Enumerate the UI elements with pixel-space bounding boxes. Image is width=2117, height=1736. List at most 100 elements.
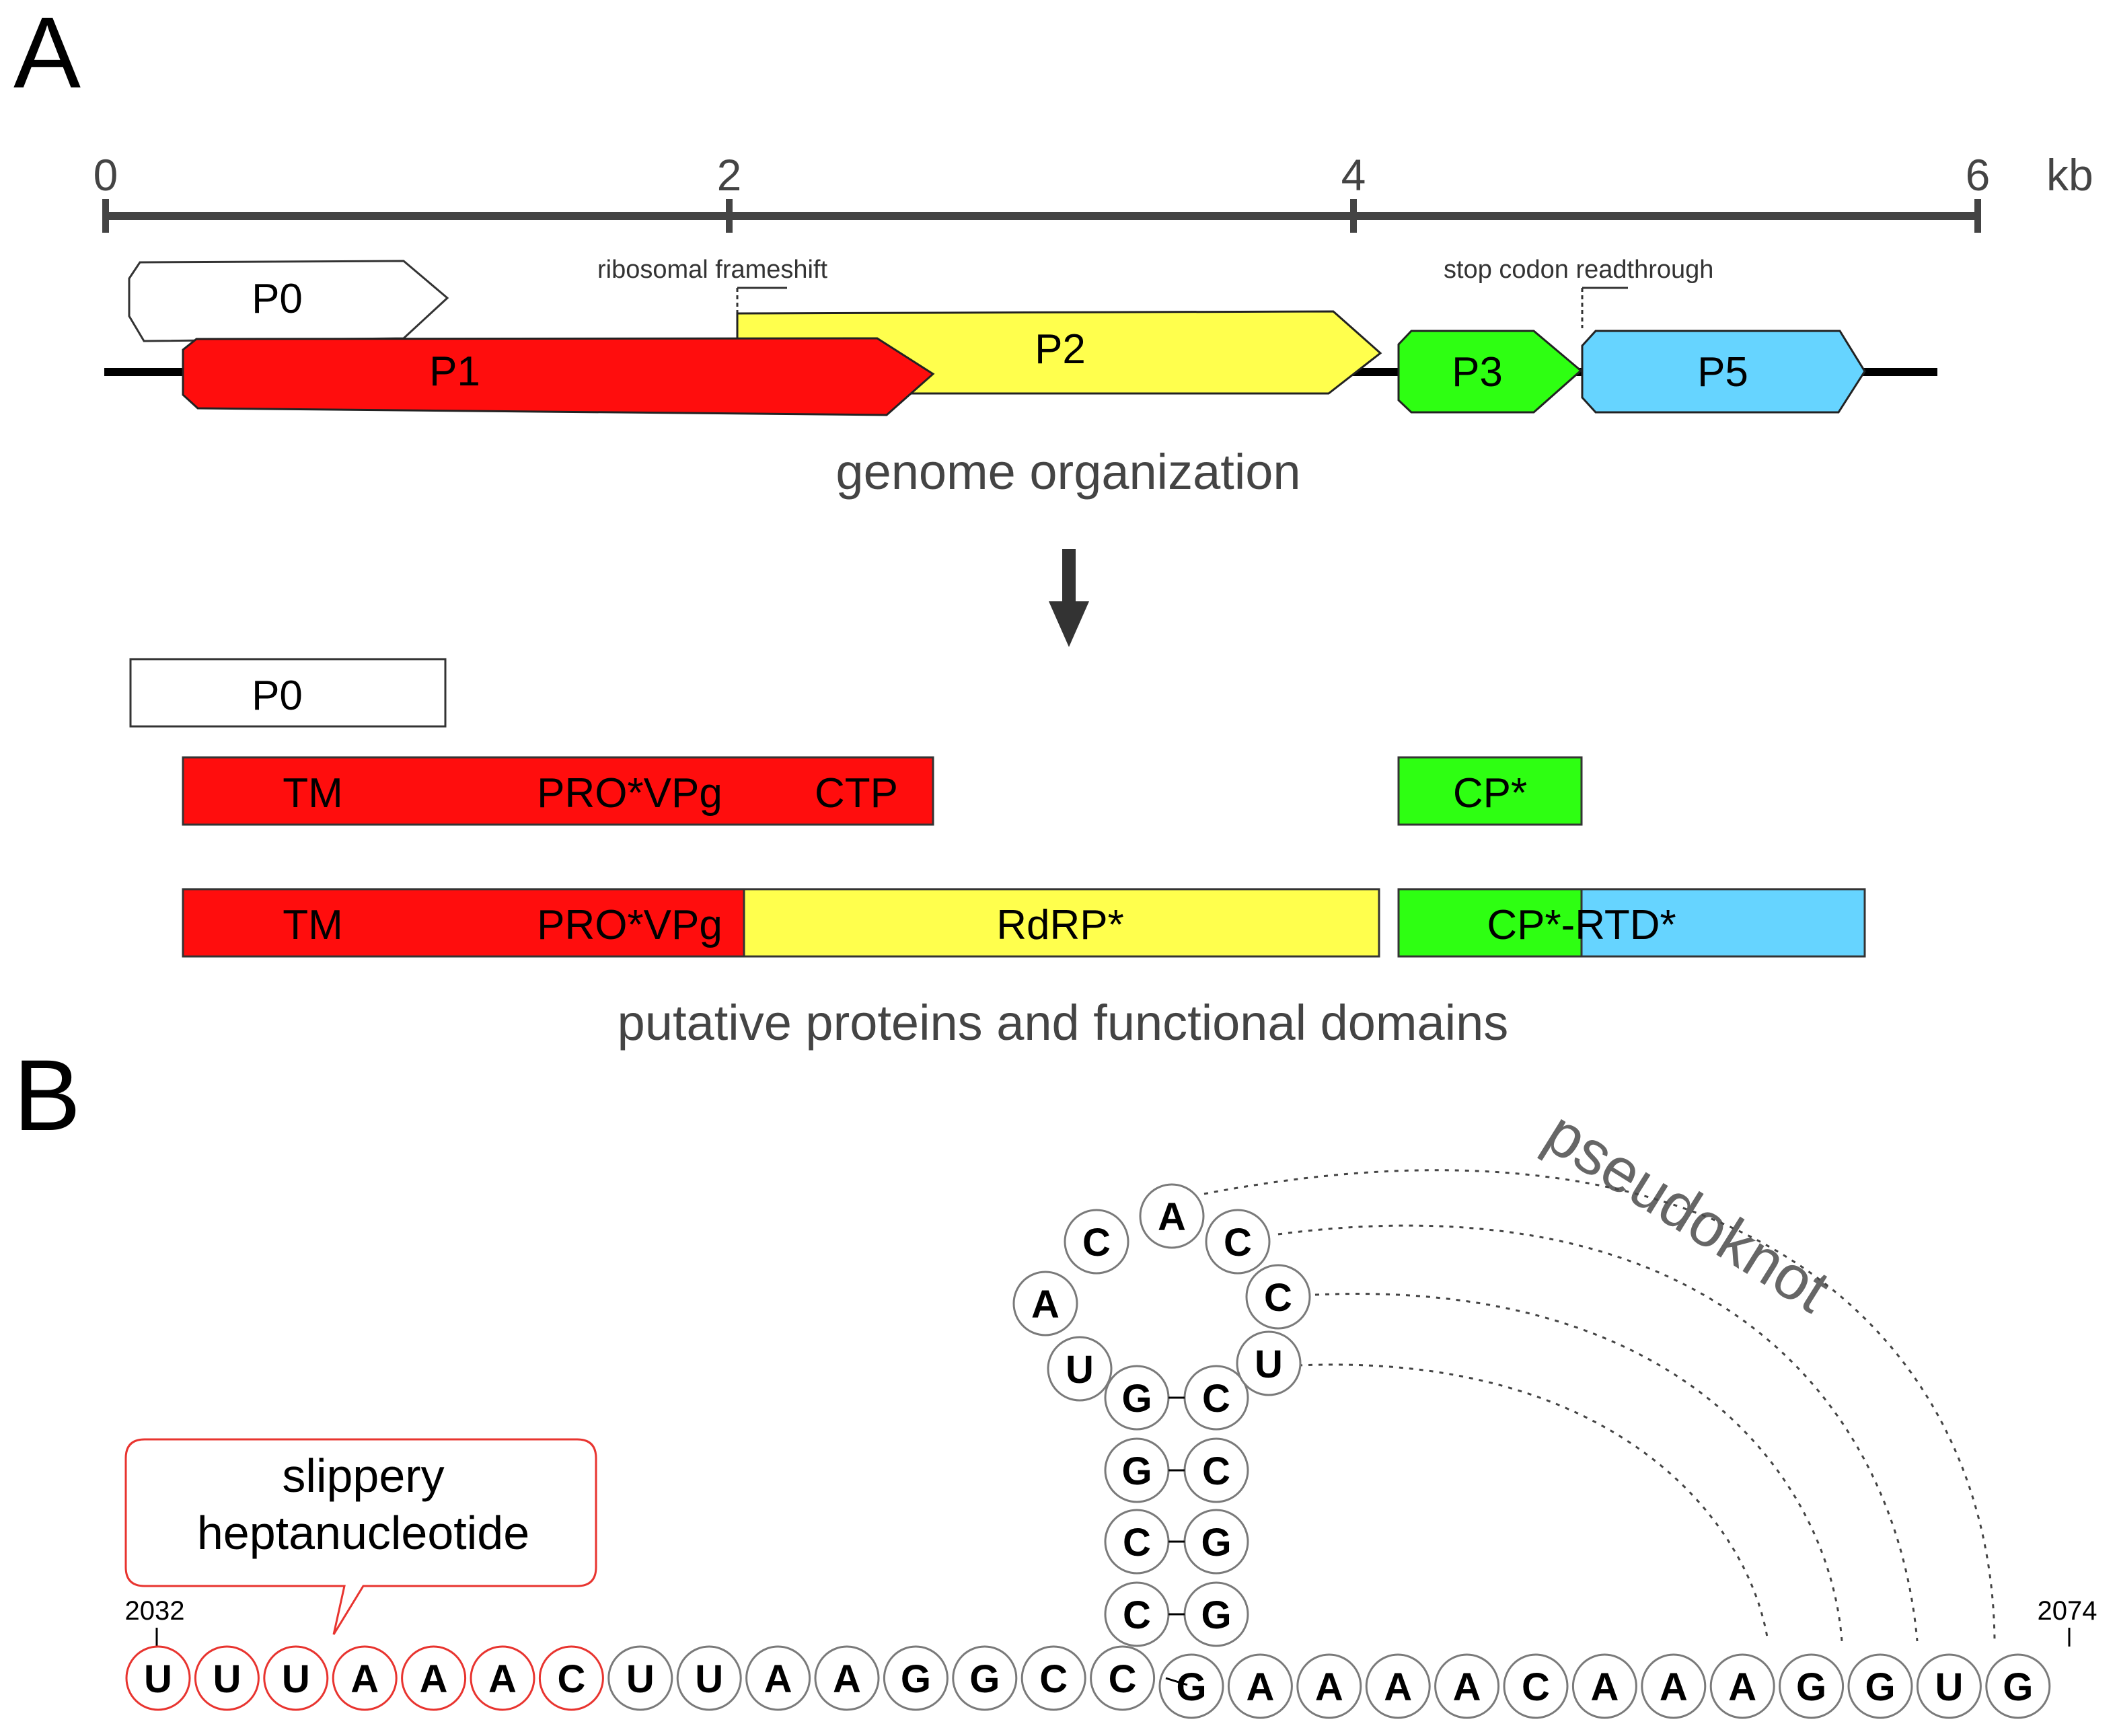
loop-nucleotide: U: [1047, 1336, 1113, 1402]
nucleotide-letter: A: [1031, 1283, 1060, 1326]
frameshift-label: ribosomal frameshift: [597, 256, 828, 284]
nucleotide-letter: C: [1039, 1657, 1068, 1701]
nucleotide-circle: [538, 1645, 604, 1711]
nucleotide-letter: G: [1176, 1665, 1206, 1709]
slippery-nucleotide: A: [332, 1645, 398, 1711]
stem-nucleotide: C: [1104, 1509, 1170, 1575]
nucleotide-letter: C: [1522, 1665, 1550, 1709]
scale-tick-label: 4: [1341, 150, 1366, 200]
nucleotide-circle: [1709, 1653, 1775, 1719]
pseudoknot-arc: [1298, 1363, 1769, 1642]
loop-nucleotide: C: [1064, 1209, 1129, 1275]
domain-tm: TM: [283, 902, 343, 948]
slippery-callout: slippery heptanucleotide: [124, 1438, 597, 1635]
protein-p0-bar: [129, 658, 447, 728]
nucleotide-circle: [1227, 1653, 1293, 1719]
nucleotide: A: [1641, 1653, 1707, 1719]
nucleotide: A: [745, 1645, 811, 1711]
kb-scale: 0 2 4 6 kb: [94, 150, 2093, 233]
nucleotide-letter: A: [1384, 1665, 1412, 1709]
protein-cp-label: CP*: [1453, 770, 1527, 817]
protein-p0-label: P0: [252, 673, 303, 719]
nucleotide: G: [1847, 1653, 1913, 1719]
slippery-nucleotide: C: [538, 1645, 604, 1711]
orf-p3: P3: [1397, 330, 1583, 414]
nucleotide: C: [1020, 1645, 1086, 1711]
loop-nucleotide: A: [1012, 1271, 1078, 1336]
scale-tick-label: 6: [1966, 150, 1991, 200]
domain-rdrp: RdRP*: [996, 902, 1124, 948]
protein-cprtd-cp-part: [1397, 888, 1583, 958]
nucleotide-letter: A: [488, 1657, 517, 1701]
loop-nucleotide: U: [1236, 1330, 1302, 1396]
stem-nucleotide: C: [1104, 1581, 1170, 1647]
orf-p1-label: P1: [429, 348, 480, 395]
nucleotide: G: [952, 1645, 1018, 1711]
nucleotide-letter: A: [1590, 1665, 1619, 1709]
pseudoknot-arc: [1203, 1169, 1996, 1640]
nucleotide-circle: [1090, 1645, 1156, 1711]
nucleotide-letter: A: [1315, 1665, 1343, 1709]
protein-p1p2-p2-part: [743, 888, 1380, 958]
start-position-label: 2032: [125, 1596, 185, 1626]
nucleotide-circle: [607, 1645, 673, 1711]
nucleotide: A: [1365, 1653, 1431, 1719]
nucleotide-letter: C: [1202, 1377, 1230, 1421]
nucleotide-circle: [1012, 1271, 1078, 1336]
loop-nucleotide: C: [1245, 1264, 1311, 1330]
pseudoknot-arcs: [1203, 1169, 1996, 1642]
nucleotide-letter: U: [1935, 1665, 1963, 1709]
nucleotide: A: [1434, 1653, 1500, 1719]
nucleotide-letter: G: [1201, 1521, 1231, 1564]
orf-p1: P1: [182, 337, 935, 416]
nucleotide-circle: [1365, 1653, 1431, 1719]
readthrough-label: stop codon readthrough: [1444, 256, 1713, 284]
nucleotide-circle: [470, 1645, 535, 1711]
nucleotide-letter: U: [1066, 1348, 1094, 1392]
protein-cp-bar: [1397, 756, 1583, 826]
nucleotide-letter: U: [144, 1657, 172, 1701]
panel-a: A 0 2 4 6 kb ribosomal frameshift stop c…: [13, 0, 2093, 1051]
nucleotide-letter: U: [695, 1657, 723, 1701]
scale-unit-label: kb: [2046, 150, 2093, 200]
slippery-nucleotide: U: [194, 1645, 260, 1711]
nucleotide-circle: [1245, 1264, 1311, 1330]
callout-line-2: heptanucleotide: [197, 1507, 529, 1559]
stem-nucleotide: G: [1183, 1509, 1249, 1575]
nucleotide: A: [1709, 1653, 1775, 1719]
nucleotide-letter: G: [969, 1657, 1000, 1701]
orf-p0: P0: [128, 260, 449, 342]
nucleotide: G: [1158, 1653, 1224, 1719]
nucleotide-letter: A: [1728, 1665, 1756, 1709]
protein-p1-p2-fusion: TM PRO*VPg RdRP*: [182, 888, 1380, 958]
nucleotide-letter: U: [213, 1657, 241, 1701]
nucleotide-letter: G: [1796, 1665, 1826, 1709]
proteins-caption: putative proteins and functional domains: [618, 995, 1509, 1051]
nucleotide-letter: G: [1865, 1665, 1895, 1709]
nucleotide-letter: C: [1202, 1449, 1230, 1493]
nucleotide-letter: C: [1123, 1593, 1151, 1637]
nucleotide-circle: [1158, 1653, 1224, 1719]
nucleotide-circle: [263, 1645, 329, 1711]
pseudoknot-arc: [1314, 1293, 1843, 1642]
protein-p0: P0: [129, 658, 447, 728]
nucleotide-circle: [332, 1645, 398, 1711]
panel-a-label: A: [13, 0, 81, 109]
stem-nucleotide: G: [1104, 1437, 1170, 1503]
nucleotide-circle: [1571, 1653, 1637, 1719]
loop-nucleotide: C: [1205, 1209, 1271, 1275]
protein-p1-bar: [182, 756, 934, 826]
nucleotide: C: [1503, 1653, 1569, 1719]
nucleotide-circle: [1847, 1653, 1913, 1719]
nucleotide-letter: A: [420, 1657, 448, 1701]
stem-nucleotide: G: [1104, 1365, 1170, 1431]
nucleotide-letter: U: [626, 1657, 655, 1701]
base-pair-bond: [1165, 1677, 1188, 1686]
nucleotide: G: [883, 1645, 949, 1711]
panel-b-label: B: [13, 1039, 81, 1152]
slippery-nucleotide: U: [263, 1645, 329, 1711]
nucleotide-circle: [1779, 1653, 1845, 1719]
nucleotide-circle: [401, 1645, 467, 1711]
nucleotide-letter: G: [2003, 1665, 2033, 1709]
